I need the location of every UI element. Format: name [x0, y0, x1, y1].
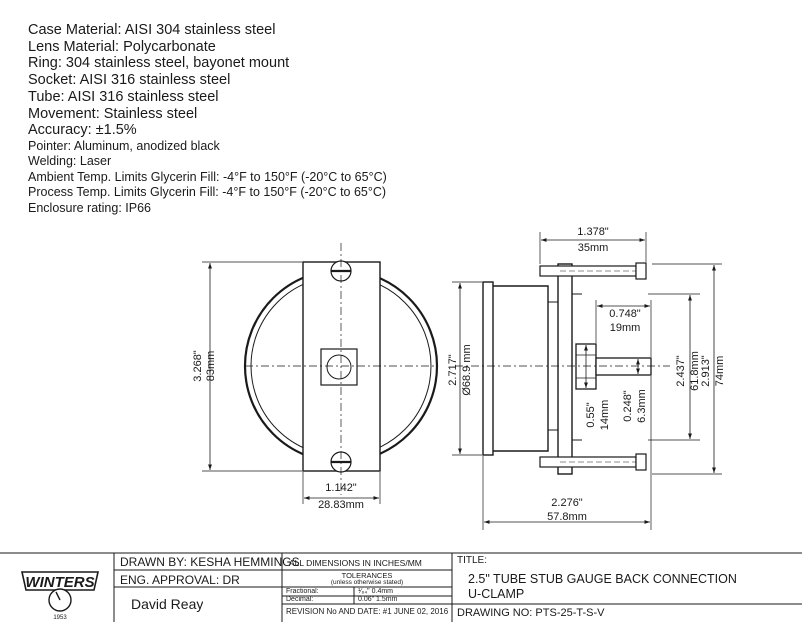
- case-dia-in-label: 2.717": [447, 354, 459, 386]
- title-label: TITLE:: [457, 555, 488, 566]
- top-bolt-head: [635, 262, 647, 280]
- front-view: [202, 243, 439, 504]
- logo-wordmark: WINTERS: [25, 574, 94, 591]
- side-view: [452, 232, 722, 530]
- clamp-outer-in-label: 2.913": [700, 355, 712, 387]
- case-dia-mm-label: Ø68.9 mm: [461, 344, 473, 395]
- eng-approval: ENG. APPROVAL: DR: [120, 573, 240, 587]
- front-height-in-label: 3.268": [192, 350, 204, 382]
- bottom-bolt-head: [635, 453, 647, 471]
- depth-mm-label: 57.8mm: [547, 511, 587, 523]
- spec-lens-material: Lens Material: Polycarbonate: [28, 38, 216, 55]
- spec-tube: Tube: AISI 316 stainless steel: [28, 88, 219, 105]
- clamp-inner-mm-label: 61.8mm: [689, 351, 701, 391]
- title-line-1: 2.5" TUBE STUB GAUGE BACK CONNECTION: [468, 572, 737, 586]
- depth-in-label: 2.276": [551, 497, 583, 509]
- spec-welding: Welding: Laser: [28, 154, 112, 169]
- front-width-in-label: 1.142": [325, 482, 357, 494]
- hex-mm-label: 14mm: [599, 400, 611, 431]
- logo-year: 1953: [53, 615, 67, 621]
- spec-ambient-temp: Ambient Temp. Limits Glycerin Fill: -4°F…: [28, 169, 387, 184]
- spec-case-material: Case Material: AISI 304 stainless steel: [28, 22, 276, 38]
- spec-list: Case Material: AISI 304 stainless steel …: [28, 22, 387, 216]
- clamp-outer-mm-label: 74mm: [714, 356, 726, 387]
- clamp-inner-in-label: 2.437": [675, 355, 687, 387]
- decimal-label: Decimal:: [286, 596, 314, 603]
- title-block-frame: [0, 552, 802, 622]
- case-body: [493, 285, 549, 452]
- spec-socket: Socket: AISI 316 stainless steel: [28, 72, 231, 89]
- tube-mm-label: 6.3mm: [636, 389, 648, 423]
- spec-process-temp: Process Temp. Limits Glycerin Fill: -4°F…: [28, 185, 387, 200]
- tube-in-label: 0.248": [622, 390, 634, 422]
- spec-accuracy: Accuracy: ±1.5%: [28, 122, 137, 139]
- front-height-mm-label: 83mm: [205, 351, 217, 382]
- signature: David Reay: [131, 596, 204, 612]
- bolt-length-mm-label: 35mm: [578, 242, 609, 254]
- bolt-length-in-label: 1.378": [577, 226, 609, 238]
- front-width-mm-label: 28.83mm: [318, 499, 364, 511]
- spec-ring: Ring: 304 stainless steel, bayonet mount: [28, 55, 290, 72]
- drawn-by: DRAWN BY: KESHA HEMMINGS: [120, 555, 300, 569]
- revision: REVISION No AND DATE: #1 JUNE 02, 2016: [286, 607, 449, 616]
- tolerances-subheading: (unless otherwise stated): [330, 579, 404, 586]
- center-connection-square: [320, 348, 358, 386]
- bezel: [482, 281, 494, 456]
- title-line-2: U-CLAMP: [468, 587, 525, 601]
- tolerances-heading: TOLERANCES: [341, 571, 393, 580]
- fractional-value: ¹⁄₆₄" 0.4mm: [358, 588, 394, 595]
- winters-logo: WINTERS 1953: [21, 571, 99, 621]
- fractional-label: Fractional:: [286, 588, 319, 595]
- center-connection-bore: [326, 354, 352, 380]
- spec-enclosure: Enclosure rating: IP66: [28, 200, 151, 215]
- drawing-number: DRAWING NO: PTS-25-T-S-V: [457, 607, 605, 619]
- clamp-plate: [557, 263, 573, 475]
- tube-stub: [595, 357, 652, 376]
- stub-length-mm-label: 19mm: [610, 322, 641, 334]
- all-dimensions: ALL DIMENSIONS IN INCHES/MM: [289, 558, 422, 568]
- spec-movement: Movement: Stainless steel: [28, 105, 198, 122]
- stub-length-in-label: 0.748": [609, 308, 641, 320]
- decimal-value: 0.06" 1.5mm: [358, 596, 398, 603]
- hex-in-label: 0.55": [585, 402, 597, 427]
- spec-pointer: Pointer: Aluminum, anodized black: [28, 138, 220, 153]
